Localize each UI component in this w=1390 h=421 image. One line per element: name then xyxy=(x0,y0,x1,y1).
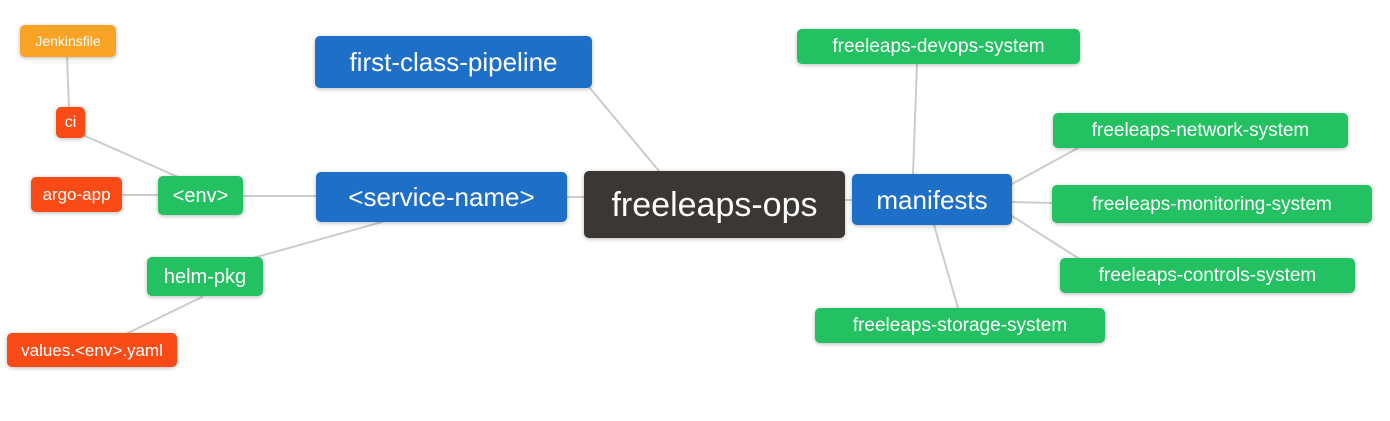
node-env[interactable]: <env> xyxy=(158,176,243,215)
node-helm-pkg[interactable]: helm-pkg xyxy=(147,257,263,296)
edge-helm-pkg-values xyxy=(127,296,203,334)
node-first-class-pipeline[interactable]: first-class-pipeline xyxy=(315,36,592,88)
node-freeleaps-devops-system[interactable]: freeleaps-devops-system xyxy=(797,29,1080,64)
edge-ci-jenkinsfile xyxy=(66,56,70,108)
node-freeleaps-monitoring-system[interactable]: freeleaps-monitoring-system xyxy=(1052,185,1372,223)
edge-service-name-helm-pkg xyxy=(252,221,383,259)
edge-env-ci xyxy=(82,134,179,178)
edge-manifests-devops xyxy=(912,63,918,175)
node-argo-app[interactable]: argo-app xyxy=(31,177,122,212)
node-service-name[interactable]: <service-name> xyxy=(316,172,567,222)
node-ci[interactable]: ci xyxy=(56,107,85,138)
edge-manifests-monitoring xyxy=(1011,201,1053,204)
node-freeleaps-ops[interactable]: freeleaps-ops xyxy=(584,171,845,238)
node-freeleaps-storage-system[interactable]: freeleaps-storage-system xyxy=(815,308,1105,343)
node-jenkinsfile[interactable]: Jenkinsfile xyxy=(20,25,116,57)
node-freeleaps-controls-system[interactable]: freeleaps-controls-system xyxy=(1060,258,1355,293)
edge-manifests-controls xyxy=(1011,215,1079,259)
edge-root-first-class-pipeline xyxy=(588,86,660,172)
node-manifests[interactable]: manifests xyxy=(852,174,1012,225)
node-freeleaps-network-system[interactable]: freeleaps-network-system xyxy=(1053,113,1348,148)
node-values-env-yaml[interactable]: values.<env>.yaml xyxy=(7,333,177,367)
edge-manifests-network xyxy=(1011,147,1079,185)
edge-manifests-storage xyxy=(933,224,959,309)
